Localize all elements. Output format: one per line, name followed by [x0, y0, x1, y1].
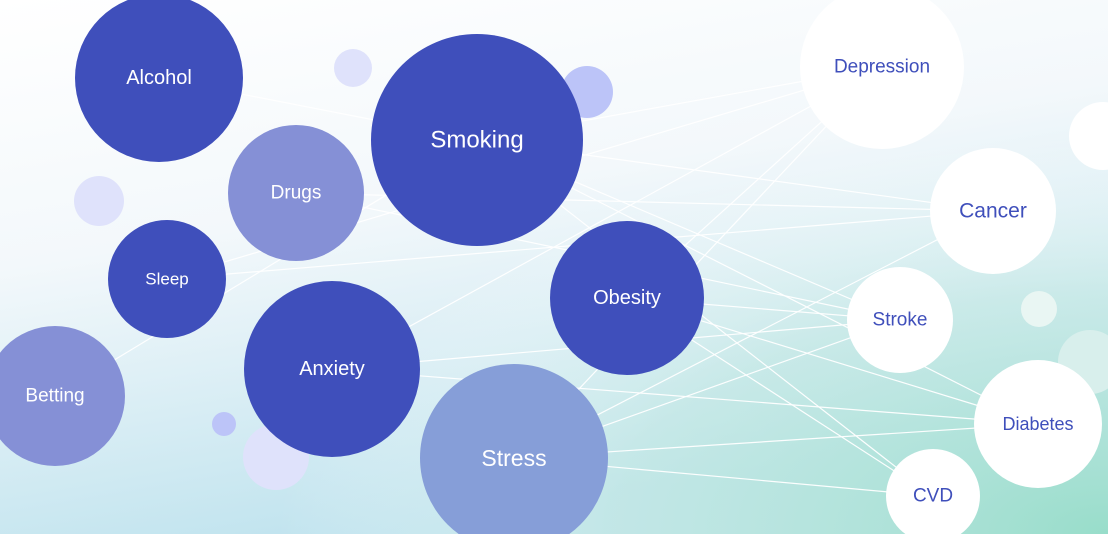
decor-bubble-3	[74, 176, 124, 226]
outcome-node-stroke: Stroke	[847, 267, 953, 373]
risk-factor-circle-betting	[0, 326, 125, 466]
link-anxiety-depression	[331, 66, 883, 370]
outcome-circle-stroke	[847, 267, 953, 373]
risk-factor-node-smoking: Smoking	[371, 34, 583, 246]
outcome-node-cancer: Cancer	[930, 148, 1056, 274]
risk-factor-label-betting: Betting	[25, 386, 84, 407]
risk-factor-node-betting: Betting	[0, 326, 125, 466]
risk-factor-label-obesity: Obesity	[593, 287, 661, 309]
risk-factor-circle-drugs	[228, 125, 364, 261]
decor-bubble-4	[212, 412, 236, 436]
decor-bubble-7	[1021, 291, 1057, 327]
outcome-node-diabetes: Diabetes	[974, 360, 1102, 488]
risk-factor-circle-stress	[420, 364, 608, 534]
risk-factor-node-drugs: Drugs	[228, 125, 364, 261]
outcome-label-stroke: Stroke	[873, 310, 928, 331]
risk-factor-node-obesity: Obesity	[550, 221, 704, 375]
risk-factor-circle-sleep	[108, 220, 226, 338]
risk-factor-label-smoking: Smoking	[430, 127, 523, 154]
risk-factor-node-alcohol: Alcohol	[75, 0, 243, 162]
risk-factor-label-drugs: Drugs	[271, 183, 322, 204]
outcome-circle-depression	[800, 0, 964, 149]
outcome-node-cvd: CVD	[886, 449, 980, 534]
decor-bubble-6	[1069, 102, 1108, 170]
risk-factor-circle-smoking	[371, 34, 583, 246]
outcome-circle-cvd	[886, 449, 980, 534]
decor-bubble-1	[334, 49, 372, 87]
outcome-label-cancer: Cancer	[959, 200, 1027, 223]
outcome-label-depression: Depression	[834, 57, 930, 78]
risk-factor-circle-anxiety	[244, 281, 420, 457]
risk-factor-label-alcohol: Alcohol	[126, 67, 192, 89]
risk-factor-node-sleep: Sleep	[108, 220, 226, 338]
risk-factor-circle-obesity	[550, 221, 704, 375]
risk-factor-label-anxiety: Anxiety	[299, 358, 365, 380]
risk-factor-node-stress: Stress	[420, 364, 608, 534]
link-anxiety-diabetes	[331, 368, 1039, 425]
outcome-circle-cancer	[930, 148, 1056, 274]
risk-factor-node-anxiety: Anxiety	[244, 281, 420, 457]
outcome-label-diabetes: Diabetes	[1002, 414, 1073, 434]
risk-factor-label-sleep: Sleep	[145, 270, 188, 289]
risk-factor-label-stress: Stress	[481, 445, 546, 471]
risk-factor-circle-alcohol	[75, 0, 243, 162]
outcome-node-depression: Depression	[800, 0, 964, 149]
outcome-circle-diabetes	[974, 360, 1102, 488]
outcome-label-cvd: CVD	[913, 486, 953, 507]
